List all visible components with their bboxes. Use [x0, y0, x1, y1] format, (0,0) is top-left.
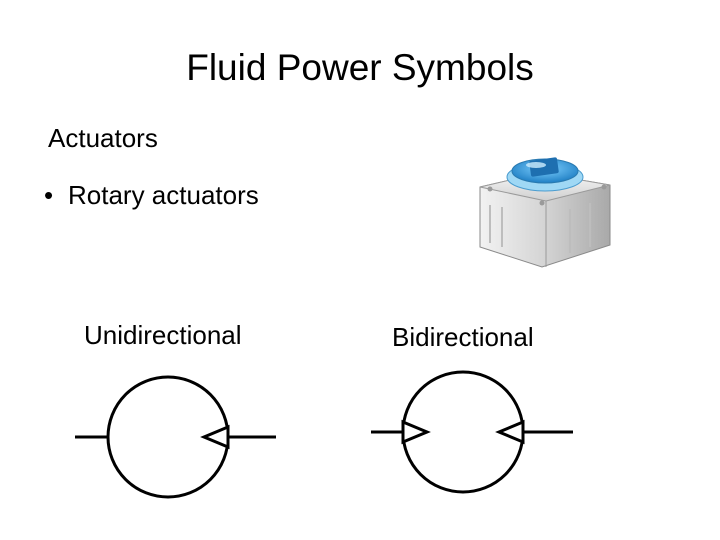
unidirectional-symbol	[75, 375, 276, 499]
bullet-text: Rotary actuators	[68, 180, 259, 210]
slide-title: Fluid Power Symbols	[186, 47, 534, 88]
unidirectional-arrow-triangle	[200, 424, 230, 450]
bidirectional-symbol	[371, 370, 573, 494]
bidirectional-right-arrow-triangle	[495, 419, 525, 445]
bidirectional-label: Bidirectional	[392, 322, 534, 352]
actuator-bolts	[487, 184, 607, 206]
bullet-item: • Rotary actuators	[44, 178, 259, 212]
section-heading: Actuators	[48, 123, 158, 153]
rotary-actuator-photo	[479, 157, 611, 268]
actuator-window	[506, 157, 584, 192]
bidirectional-left-arrow-triangle	[401, 419, 431, 445]
bullet-marker: •	[44, 180, 54, 210]
unidirectional-label: Unidirectional	[84, 320, 242, 350]
